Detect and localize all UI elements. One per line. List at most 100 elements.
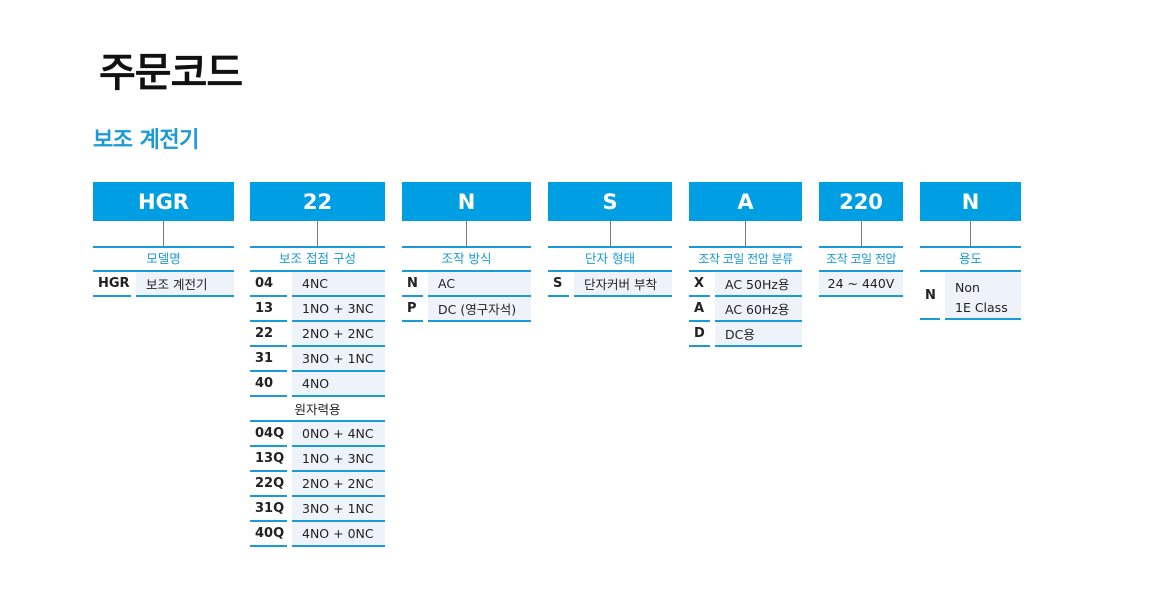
table-row: X AC 50Hz용	[689, 272, 802, 297]
option-description: 24 ~ 440V	[819, 272, 903, 297]
column-label: 보조 접점 구성	[279, 251, 356, 266]
column-header-code: S	[548, 182, 672, 221]
table-row: 04Q 0NO + 4NC	[250, 422, 385, 447]
column-usage: N 용도 N Non 1E Class	[920, 182, 1021, 320]
connector-line	[860, 221, 862, 246]
option-description: DC용	[715, 322, 802, 347]
column-operation-method: N 조작 방식 N AC P DC (영구자석)	[402, 182, 531, 322]
column-header-code: N	[402, 182, 531, 221]
option-code: 13Q	[250, 447, 287, 472]
option-code: 40Q	[250, 522, 287, 547]
column-contact-config: 22 보조 접점 구성 04 4NC 13 1NO + 3NC 22 2NO +…	[250, 182, 385, 547]
column-label: 조작 코일 전압	[826, 252, 896, 266]
option-description: 4NO + 0NC	[292, 522, 385, 547]
column-coil-voltage: 220 조작 코일 전압 24 ~ 440V	[819, 182, 903, 297]
column-header-code: 22	[250, 182, 385, 221]
option-description-line: Non	[955, 280, 980, 295]
option-description: 3NO + 1NC	[292, 347, 385, 372]
separator	[689, 246, 802, 248]
column-header-code: A	[689, 182, 802, 221]
option-description: 보조 계전기	[136, 272, 234, 297]
separator	[93, 270, 234, 272]
column-label: 용도	[958, 251, 982, 266]
table-row: 13 1NO + 3NC	[250, 297, 385, 322]
table-row: 40Q 4NO + 0NC	[250, 522, 385, 547]
table-row: 31Q 3NO + 1NC	[250, 497, 385, 522]
option-code: X	[689, 272, 710, 297]
separator	[402, 270, 531, 272]
table-row: 40 4NO	[250, 372, 385, 397]
column-header-code: 220	[819, 182, 903, 221]
table-row: P DC (영구자석)	[402, 297, 531, 322]
option-code: 40	[250, 372, 287, 397]
option-description: 4NO	[292, 372, 385, 397]
option-code: N	[402, 272, 423, 297]
table-row: N AC	[402, 272, 531, 297]
option-description: 단자커버 부착	[574, 272, 672, 297]
table-row: 13Q 1NO + 3NC	[250, 447, 385, 472]
table-row: 24 ~ 440V	[819, 272, 903, 297]
separator	[548, 270, 672, 272]
option-description: 1NO + 3NC	[292, 297, 385, 322]
separator	[920, 246, 1021, 248]
option-code: 13	[250, 297, 287, 322]
column-label: 모델명	[146, 251, 181, 266]
separator	[819, 246, 903, 248]
option-description: AC	[428, 272, 531, 297]
connector-line	[317, 221, 318, 246]
table-row: 22Q 2NO + 2NC	[250, 472, 385, 497]
connector-line	[970, 221, 971, 246]
table-row: 31 3NO + 1NC	[250, 347, 385, 372]
option-code: 31Q	[250, 497, 287, 522]
column-header-code: HGR	[93, 182, 234, 221]
table-row: A AC 60Hz용	[689, 297, 802, 322]
option-description: DC (영구자석)	[428, 297, 531, 322]
table-row: 22 2NO + 2NC	[250, 322, 385, 347]
separator	[819, 270, 903, 272]
connector-line	[609, 221, 611, 246]
separator	[250, 270, 385, 272]
separator	[548, 246, 672, 248]
table-row: HGR 보조 계전기	[93, 272, 234, 297]
page-title: 주문코드	[99, 50, 243, 96]
option-description: 1NO + 3NC	[292, 447, 385, 472]
nuclear-subheader: 원자력용	[250, 397, 385, 422]
option-code: S	[548, 272, 569, 297]
column-label: 조작 방식	[441, 251, 492, 266]
table-row: 04 4NC	[250, 272, 385, 297]
connector-line	[745, 221, 746, 246]
separator	[93, 246, 234, 248]
column-header-code: N	[920, 182, 1021, 221]
product-subtitle: 보조 계전기	[93, 128, 199, 153]
option-code: HGR	[93, 272, 131, 297]
column-terminal-type: S 단자 형태 S 단자커버 부착	[548, 182, 672, 297]
option-code: 04	[250, 272, 287, 297]
separator	[250, 246, 385, 248]
option-code: P	[402, 297, 423, 322]
option-code: 31	[250, 347, 287, 372]
separator	[689, 270, 802, 272]
option-description: 0NO + 4NC	[292, 422, 385, 447]
option-description: 3NO + 1NC	[292, 497, 385, 522]
option-code: 22	[250, 322, 287, 347]
option-description: 2NO + 2NC	[292, 322, 385, 347]
option-code: A	[689, 297, 710, 322]
separator	[402, 246, 531, 248]
option-description: 4NC	[292, 272, 385, 297]
option-code: D	[689, 322, 710, 347]
option-code: 04Q	[250, 422, 287, 447]
option-description-line: 1E Class	[955, 300, 1008, 315]
option-description: AC 50Hz용	[715, 272, 802, 297]
option-description: 2NO + 2NC	[292, 472, 385, 497]
separator	[920, 270, 1021, 272]
column-label: 조작 코일 전압 분류	[698, 252, 793, 266]
connector-line	[163, 221, 164, 246]
table-row: S 단자커버 부착	[548, 272, 672, 297]
table-row: N Non 1E Class	[920, 272, 1021, 320]
table-row: D DC용	[689, 322, 802, 347]
nuclear-subheader-row: 원자력용	[250, 397, 385, 422]
column-model: HGR 모델명 HGR 보조 계전기	[93, 182, 234, 297]
option-code: 22Q	[250, 472, 287, 497]
option-code: N	[920, 272, 940, 320]
option-description: AC 60Hz용	[715, 297, 802, 322]
